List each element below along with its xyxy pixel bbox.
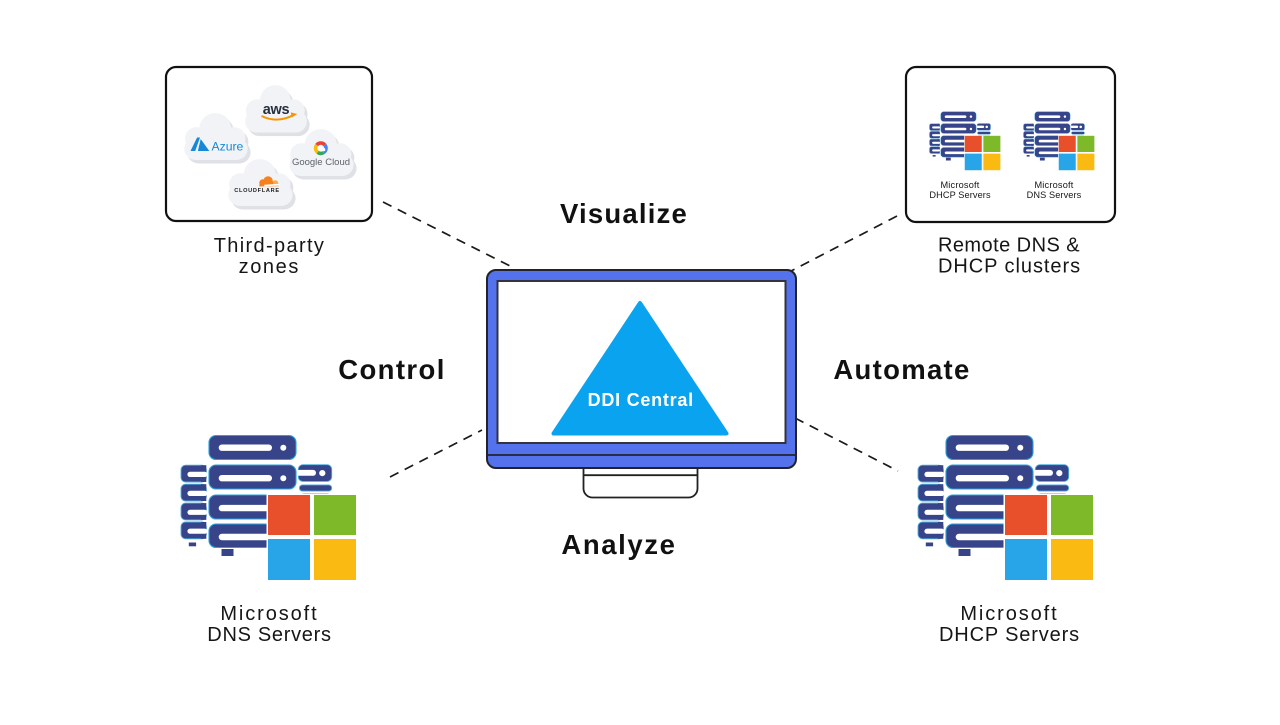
svg-text:Azure: Azure [212,140,244,154]
svg-text:CLOUDFLARE: CLOUDFLARE [234,188,280,194]
svg-text:Microsoft: Microsoft [960,603,1058,625]
svg-text:DHCP Servers: DHCP Servers [929,190,991,200]
svg-text:DHCP Servers: DHCP Servers [939,624,1080,646]
svg-text:Third-party: Third-party [214,235,326,257]
svg-text:aws: aws [263,102,290,118]
svg-text:DNS Servers: DNS Servers [207,624,331,646]
svg-text:Analyze: Analyze [561,529,676,560]
svg-text:DDI Central: DDI Central [588,390,694,410]
svg-text:Microsoft: Microsoft [220,603,318,625]
svg-text:Visualize: Visualize [560,198,688,229]
svg-text:Google Cloud: Google Cloud [292,157,350,168]
svg-text:DHCP clusters: DHCP clusters [938,256,1081,278]
svg-text:DNS Servers: DNS Servers [1027,190,1082,200]
svg-text:Remote DNS &: Remote DNS & [938,235,1080,257]
svg-text:Control: Control [338,354,446,385]
svg-text:Microsoft: Microsoft [940,180,979,190]
svg-text:Automate: Automate [833,354,970,385]
svg-text:zones: zones [239,256,300,278]
svg-text:Microsoft: Microsoft [1034,180,1073,190]
